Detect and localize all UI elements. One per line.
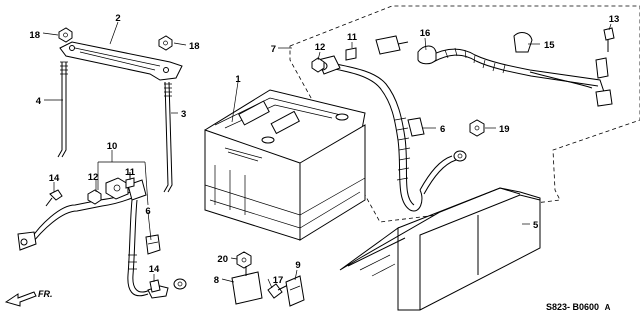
callout-19: 19 xyxy=(499,124,510,135)
hold-down-rod-right xyxy=(163,81,173,193)
cable-cover-6-right xyxy=(407,117,425,137)
callout-2: 2 xyxy=(115,13,120,24)
callout-6-right: 6 xyxy=(440,124,445,135)
callout-6-left: 6 xyxy=(145,206,150,217)
battery-hold-down-bracket xyxy=(59,41,183,81)
flange-nut-right xyxy=(158,35,173,51)
leader-lines xyxy=(42,21,612,289)
flange-nut-left xyxy=(58,27,73,43)
ground-cable xyxy=(17,179,187,299)
callout-18-right: 18 xyxy=(189,41,200,52)
terminal-clamp-left xyxy=(105,177,129,200)
diagram-code: S823- B0600 A xyxy=(546,302,611,312)
callout-16: 16 xyxy=(420,28,431,39)
nut-12-left xyxy=(87,189,102,205)
cable-assembly-boundary xyxy=(289,5,640,223)
callout-12-left: 12 xyxy=(88,172,99,183)
diagram-code-suffix: A xyxy=(605,303,611,312)
battery-box xyxy=(339,187,541,311)
callout-labels: 1 2 3 4 5 6 6 7 8 9 10 11 11 12 12 13 14… xyxy=(29,13,619,286)
callout-14-upper: 14 xyxy=(49,173,60,184)
nut-19 xyxy=(469,119,485,137)
callout-3: 3 xyxy=(181,109,186,120)
callout-11-top: 11 xyxy=(347,32,358,43)
bolt-11-top xyxy=(345,47,357,61)
battery xyxy=(204,89,366,241)
callout-18-left: 18 xyxy=(29,30,40,41)
cable-cover-6-left xyxy=(145,234,161,255)
callout-8: 8 xyxy=(214,275,219,286)
clip-15 xyxy=(513,32,533,53)
callout-10: 10 xyxy=(107,141,118,152)
diagram-code-main: S823- B0600 xyxy=(546,302,599,312)
callout-1: 1 xyxy=(235,74,241,85)
hold-down-rod-left xyxy=(57,61,68,158)
bracket-8 xyxy=(231,266,263,305)
front-direction-arrow-icon xyxy=(4,291,37,307)
nut-20 xyxy=(236,251,252,269)
bolt-14-lower xyxy=(149,279,161,293)
callout-12-top: 12 xyxy=(315,42,326,53)
bracket-9 xyxy=(285,275,305,307)
grommet-16 xyxy=(417,45,437,65)
callout-14-lower: 14 xyxy=(149,264,160,275)
connector-top xyxy=(375,35,409,55)
callout-9: 9 xyxy=(295,260,300,271)
callout-13: 13 xyxy=(609,14,620,25)
callout-17: 17 xyxy=(273,275,284,286)
callout-15: 15 xyxy=(544,40,555,51)
callout-20: 20 xyxy=(217,254,228,265)
callout-7: 7 xyxy=(271,44,276,55)
callout-4: 4 xyxy=(36,96,42,107)
callout-11-left: 11 xyxy=(125,167,136,178)
front-direction-label: FR. xyxy=(38,289,53,299)
callout-5: 5 xyxy=(533,220,539,231)
nut-12-top xyxy=(311,57,325,73)
bolt-14-upper xyxy=(45,189,63,207)
main-cable xyxy=(429,47,613,107)
bolt-13 xyxy=(603,27,615,52)
